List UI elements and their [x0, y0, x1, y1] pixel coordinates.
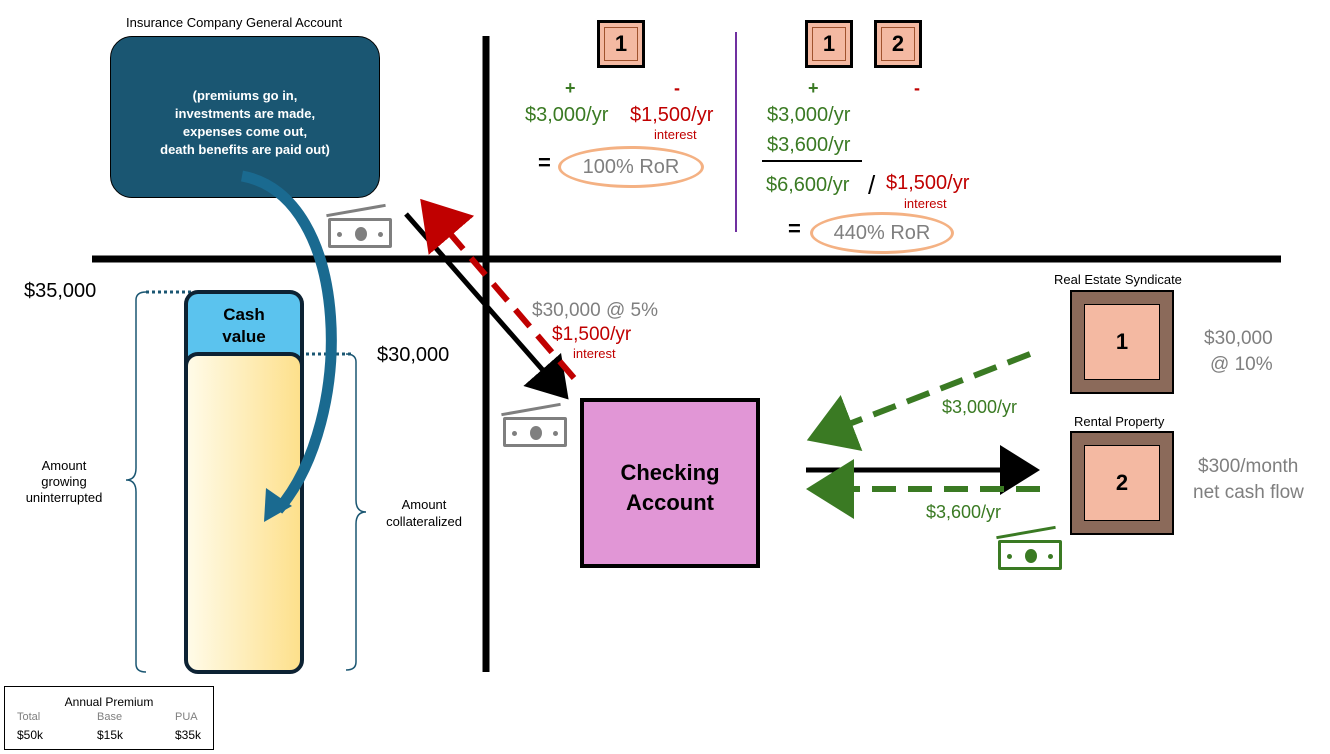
calc-two-ror-oval: 440% RoR: [810, 212, 954, 254]
calc-two-ror: 440% RoR: [833, 221, 931, 244]
syndicate-amount: $30,000: [1204, 328, 1273, 349]
rental-box: 2: [1070, 431, 1174, 535]
general-account-box: (premiums go in, investments are made, e…: [110, 36, 380, 198]
calc-one-equals: =: [538, 150, 551, 175]
cash-value-label-1: Cash: [223, 305, 265, 324]
general-account-title: Insurance Company General Account: [126, 15, 343, 30]
calc-one-ror-oval: 100% RoR: [558, 146, 704, 188]
checking-account-line-2: Account: [626, 490, 714, 515]
premium-table-title: Annual Premium: [64, 695, 154, 709]
calc-one-cost-label: interest: [654, 127, 697, 142]
calc-two-box-2-number: 2: [891, 31, 905, 56]
loan-interest-amount: $1,500/yr: [552, 324, 632, 345]
calc-one-cost: $1,500/yr: [630, 104, 714, 126]
rental-return: $3,600/yr: [926, 502, 1002, 522]
premium-value-total: $50k: [17, 728, 44, 742]
premium-header-total: Total: [17, 711, 41, 723]
amount-growing-label: Amount growing uninterrupted: [14, 458, 114, 506]
general-account-line-2: investments are made,: [174, 106, 316, 121]
calc-one-minus: -: [674, 78, 680, 98]
cash-value-label-2: value: [222, 327, 266, 346]
premium-table: Annual Premium Total Base PUA $50k $15k …: [4, 686, 214, 750]
rental-title: Rental Property: [1074, 414, 1165, 429]
amount-growing-line-1: Amount: [41, 458, 87, 473]
calc-one-plus: +: [565, 78, 576, 98]
calc-two-plus: +: [808, 78, 819, 98]
checking-account-box: Checking Account: [580, 398, 760, 568]
calc-two-box-1: 1: [805, 20, 853, 68]
loan-amount-label: $30,000 @ 5%: [532, 300, 658, 321]
premium-header-pua: PUA: [175, 711, 198, 723]
syndicate-title: Real Estate Syndicate: [1054, 272, 1182, 287]
premium-header-base: Base: [97, 711, 123, 723]
rental-cashflow-2: net cash flow: [1193, 482, 1304, 503]
calc-two-box-1-number: 1: [822, 31, 836, 56]
syndicate-return-arrow: [806, 351, 1032, 451]
policy-collateral-value: $30,000: [377, 344, 450, 366]
syndicate-box: 1: [1070, 290, 1174, 394]
syndicate-number: 1: [1115, 329, 1129, 354]
calc-two-equals: =: [788, 216, 801, 241]
amount-collateralized-line-1: Amount: [401, 497, 447, 512]
rental-number: 2: [1115, 470, 1129, 495]
collateral-brace: [345, 353, 367, 671]
money-icon: [328, 218, 392, 248]
calc-one-box: 1: [597, 20, 645, 68]
calc-two-cost-label: interest: [904, 196, 947, 211]
amount-growing-line-3: uninterrupted: [25, 490, 103, 505]
checking-account-line-1: Checking: [620, 460, 720, 485]
money-icon: [998, 540, 1062, 570]
general-account-line-1: (premiums go in,: [192, 88, 298, 103]
general-account-line-4: death benefits are paid out): [160, 142, 330, 157]
policy-value-values: $35,000: [24, 280, 97, 302]
rental-cashflow-1: $300/month: [1198, 456, 1299, 477]
premium-value-pua: $35k: [175, 728, 202, 742]
money-icon: [503, 417, 567, 447]
policy-body: [184, 352, 304, 674]
calc-two-total: $6,600/yr: [766, 174, 850, 196]
amount-collateralized-line-2: collateralized: [386, 514, 462, 529]
loan-interest-label: interest: [573, 346, 616, 361]
calc-one-ror: 100% RoR: [582, 155, 680, 178]
growing-brace: [125, 291, 147, 673]
syndicate-return: $3,000/yr: [942, 397, 1018, 417]
calc-two-divider: /: [868, 170, 876, 200]
syndicate-rate: @ 10%: [1210, 354, 1273, 375]
calc-one-box-number: 1: [614, 31, 628, 56]
premium-value-base: $15k: [97, 728, 124, 742]
amount-growing-line-2: growing: [41, 474, 87, 489]
calc-two-box-2: 2: [874, 20, 922, 68]
calc-two-income-1: $3,000/yr: [767, 104, 851, 126]
interest-arrow: [420, 198, 577, 380]
amount-collateralized-label: Amount collateralized: [374, 496, 474, 530]
calc-one-income: $3,000/yr: [525, 104, 609, 126]
calc-two-income-2: $3,600/yr: [767, 134, 851, 156]
calc-two-cost: $1,500/yr: [886, 172, 970, 194]
general-account-line-3: expenses come out,: [182, 124, 308, 139]
calc-two-minus: -: [914, 78, 920, 98]
